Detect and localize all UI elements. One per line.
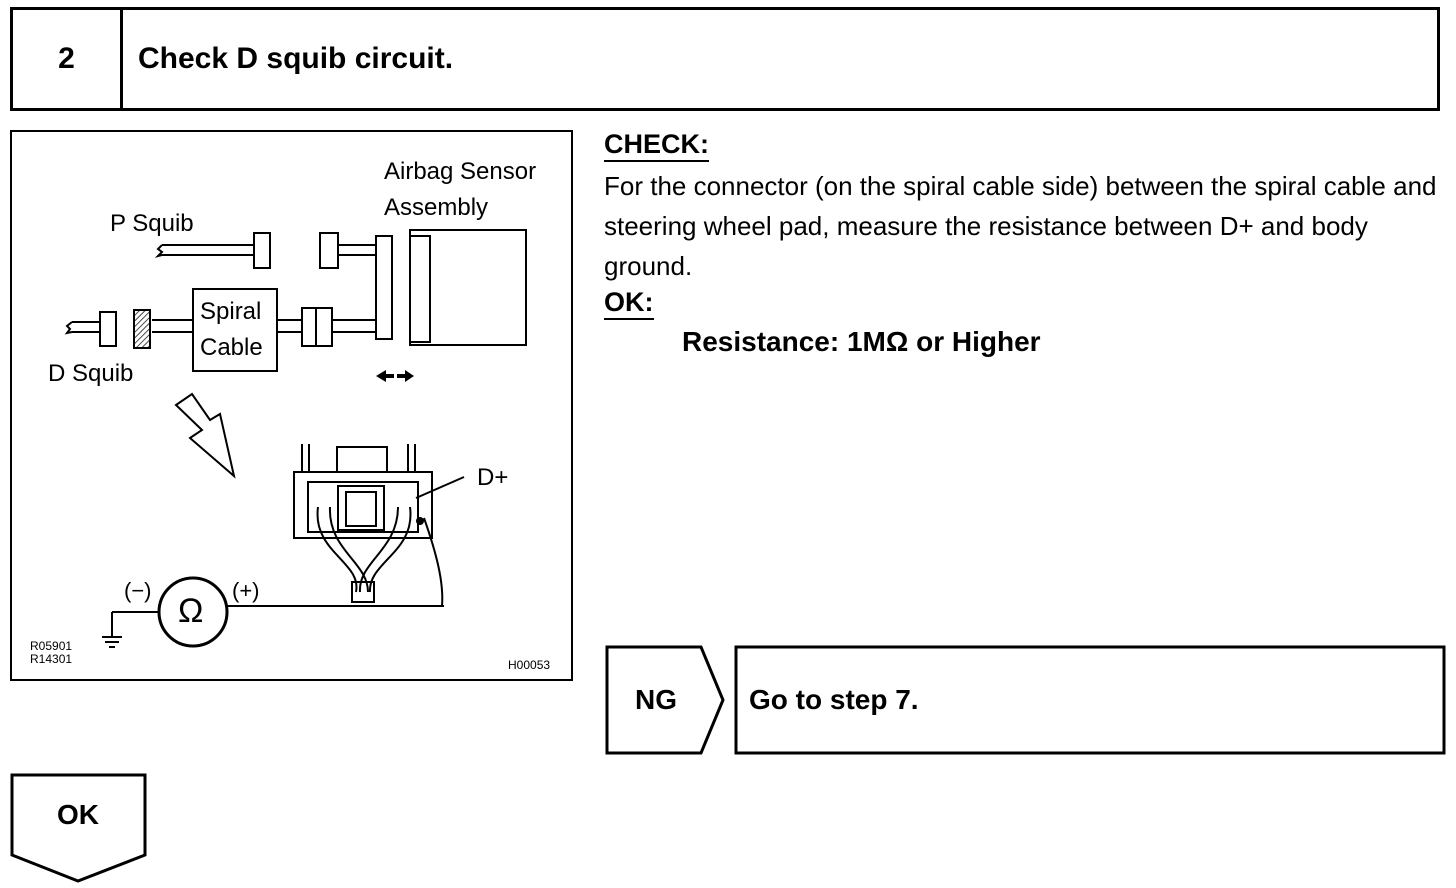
label-spiral: Spiral <box>200 298 262 325</box>
ohmmeter-icon <box>157 576 229 648</box>
spiral-cable-box <box>192 288 278 372</box>
label-minus: (−) <box>124 578 152 603</box>
check-description: For the connector (on the spiral cable s… <box>604 171 1437 281</box>
connector-detail <box>102 444 465 648</box>
ok-flow-arrow: OK <box>10 773 150 885</box>
down-arrow-shape <box>10 773 147 883</box>
step-header: 2 Check D squib circuit. <box>10 7 1440 111</box>
label-d-plus: D+ <box>477 464 509 491</box>
resistance-spec: Resistance: 1MΩ or Higher <box>682 326 1041 357</box>
label-cable: Cable <box>200 334 263 361</box>
circuit-drawing <box>64 229 527 648</box>
ng-branch: NG Go to step 7. <box>605 645 1450 757</box>
airbag-sensor-body <box>409 229 527 346</box>
step-number: 2 <box>13 10 123 108</box>
label-plus: (+) <box>232 578 260 603</box>
figure-code-right: H00053 <box>508 658 551 672</box>
airbag-sensor-connector <box>409 235 431 343</box>
pointing-arrow-icon <box>174 392 236 479</box>
label-airbag-sensor: Airbag Sensor <box>384 158 537 185</box>
p-squib-connector <box>253 232 271 269</box>
sensor-side-connector <box>375 235 393 340</box>
ok-heading: OK: <box>604 286 654 320</box>
ohm-symbol: Ω <box>178 592 204 630</box>
step-title: Check D squib circuit. <box>138 42 454 75</box>
d-squib-connector <box>99 311 117 347</box>
label-assembly: Assembly <box>384 194 489 221</box>
hatched-plug <box>133 309 151 349</box>
wiring-illustration: Airbag Sensor Assembly P Squib Spiral Ca… <box>10 130 573 681</box>
label-d-squib: D Squib <box>48 360 134 387</box>
check-heading: CHECK: <box>604 128 709 162</box>
ng-label: NG <box>635 684 677 715</box>
ok-flow-label: OK <box>57 799 99 830</box>
ng-arrow-box <box>605 645 1446 755</box>
disconnect-arrows-icon <box>376 370 414 382</box>
figure-codes-left: R05901 R14301 <box>30 639 73 666</box>
label-p-squib: P Squib <box>110 210 194 237</box>
ng-action: Go to step 7. <box>749 684 919 715</box>
